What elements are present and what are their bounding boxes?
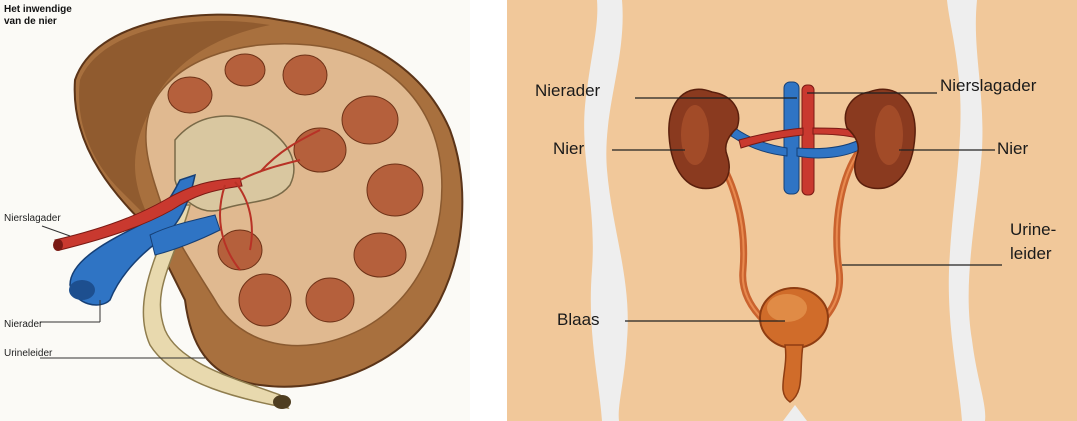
right-label-nier-left: Nier [553, 139, 585, 158]
left-title-line1: Het inwendige [4, 4, 72, 15]
kidney-left-shine [681, 105, 709, 165]
renal-artery-opening [53, 239, 63, 251]
right-label-urineleider-line1: Urine- [1010, 220, 1056, 239]
kidney-right-shine [875, 105, 903, 165]
right-label-nierslagader: Nierslagader [940, 76, 1037, 95]
kidney-interior-illustration: Het inwendige van de nier Nierslagader N… [0, 0, 470, 421]
ureter-end [273, 395, 291, 409]
kidney-interior-drawing: Het inwendige van de nier Nierslagader N… [0, 0, 470, 421]
renal-vein-opening [69, 280, 95, 300]
left-label-nierslagader: Nierslagader [4, 213, 61, 224]
vena-cava [784, 82, 799, 194]
right-label-nierader: Nierader [535, 81, 601, 100]
right-label-blaas: Blaas [557, 310, 600, 329]
right-label-nier-right: Nier [997, 139, 1029, 158]
left-title-line2: van de nier [4, 16, 57, 27]
urinary-system-drawing: Nierader Nierslagader Nier Nier Urine- l… [507, 0, 1077, 421]
urinary-system-illustration: Nierader Nierslagader Nier Nier Urine- l… [507, 0, 1077, 421]
aorta [802, 85, 814, 195]
right-label-urineleider-line2: leider [1010, 244, 1052, 263]
left-label-urineleider: Urineleider [4, 348, 53, 359]
left-label-nierader: Nierader [4, 319, 43, 330]
bladder-highlight [767, 294, 807, 322]
